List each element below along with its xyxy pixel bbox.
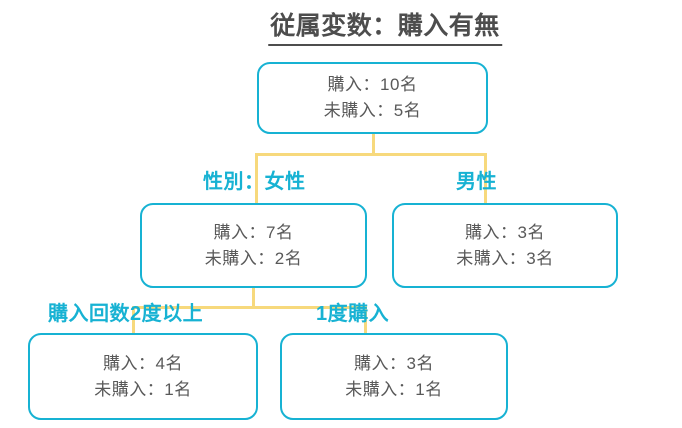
node-text-line: 購入：3名 xyxy=(354,353,434,373)
branch-label-gender-male: 男性 xyxy=(456,171,497,193)
node-text-line: 未購入：1名 xyxy=(345,379,443,399)
node-text-line: 未購入：1名 xyxy=(94,379,192,399)
connector-female-left-drop xyxy=(132,306,135,335)
node-text-line: 購入：7名 xyxy=(213,222,294,242)
connector-root-bar xyxy=(255,153,487,156)
connector-female-bar xyxy=(132,306,367,309)
connector-root-left-drop xyxy=(255,153,258,205)
branch-label-one-time-buyer: 1度購入 xyxy=(316,303,390,325)
node-text-line: 購入：10名 xyxy=(327,75,418,94)
tree-node-one-time-buyer: 購入：3名 未購入：1名 xyxy=(280,333,508,420)
connector-female-stem xyxy=(252,288,255,309)
node-text-line: 購入：3名 xyxy=(465,222,545,242)
node-text-line: 未購入：5名 xyxy=(323,101,422,120)
node-text-line: 未購入：2名 xyxy=(204,248,303,268)
connector-root-stem xyxy=(372,134,375,156)
node-text-line: 未購入：3名 xyxy=(456,248,554,268)
connector-root-right-drop xyxy=(484,153,487,205)
tree-node-root: 購入：10名 未購入：5名 xyxy=(257,62,488,134)
page-title: 従属変数：購入有無 xyxy=(268,6,502,46)
node-text-line: 購入：4名 xyxy=(103,353,183,373)
branch-label-gender-female: 性別：女性 xyxy=(203,171,306,193)
tree-node-repeat-buyer: 購入：4名 未購入：1名 xyxy=(28,333,258,420)
tree-node-male: 購入：3名 未購入：3名 xyxy=(392,203,618,288)
branch-label-repeat-buyer: 購入回数2度以上 xyxy=(48,303,204,325)
connector-female-right-drop xyxy=(364,306,367,335)
tree-node-female: 購入：7名 未購入：2名 xyxy=(140,203,367,288)
